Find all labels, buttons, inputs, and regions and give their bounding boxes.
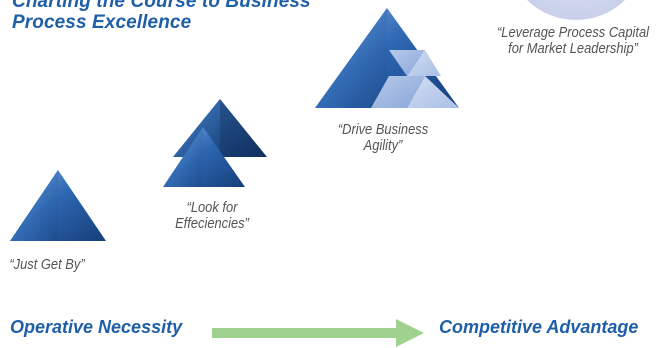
stage-4-caption: “Leverage Process Capital for Market Lea… xyxy=(491,25,654,57)
stage-3-caption-line-2: Agility” xyxy=(363,137,403,154)
arrow-shaft xyxy=(212,328,398,338)
stage-2-caption-line-2: Effeciencies” xyxy=(175,215,249,232)
stage-4-caption-line-1: “Leverage Process Capital xyxy=(496,24,650,41)
arrow-head xyxy=(396,319,424,347)
progress-arrow-icon xyxy=(212,319,424,347)
title-line-2: Process Excellence xyxy=(12,12,192,33)
stage-1-pyramid-icon xyxy=(10,170,106,241)
stage-2-pyramid-icon xyxy=(163,99,267,187)
stage-4-circle xyxy=(506,0,646,20)
stage-4-caption-line-2: for Market Leadership” xyxy=(508,40,638,57)
stage-3-pyramid-icon xyxy=(315,8,459,108)
stage-1-caption-line-1: “Just Get By” xyxy=(9,256,85,273)
stage-3-caption: “Drive Business Agility” xyxy=(327,122,439,154)
axis-end-label: Competitive Advantage xyxy=(439,317,639,337)
axis-start-label: Operative Necessity xyxy=(10,317,183,337)
stage-3-caption-line-1: “Drive Business xyxy=(337,121,429,138)
stage-2-caption-line-1: “Look for xyxy=(186,199,238,216)
stage-1-caption: “Just Get By” xyxy=(4,257,90,273)
stage-2-caption: “Look for Effeciencies” xyxy=(169,200,255,232)
title-line-1: Charting the Course to Business xyxy=(12,0,311,12)
page-title: Charting the Course to Business Process … xyxy=(12,0,311,33)
